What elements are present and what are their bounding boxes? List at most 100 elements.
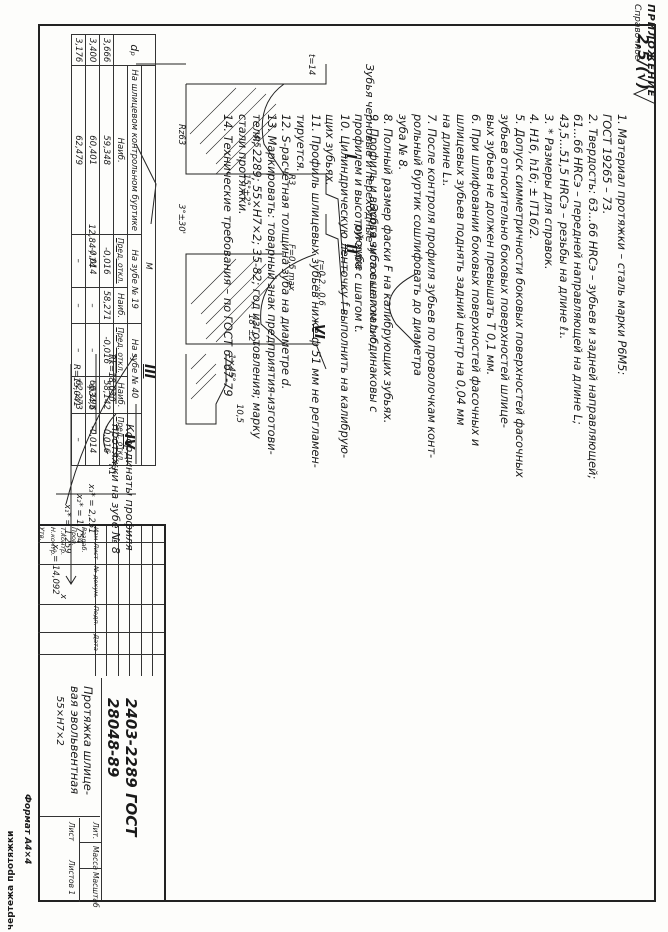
table-cell: -0,014 xyxy=(85,413,100,466)
dim-chamfer: 1×45° xyxy=(226,354,236,382)
note-line: 4. Н16, h16; ± IT16/2. xyxy=(527,114,541,240)
section-I-label: I xyxy=(343,154,358,159)
note-line: 12. S-расчетная толщина зуба на диаметре… xyxy=(279,114,293,390)
table-cell: 62,479 xyxy=(71,65,86,235)
dim-x-star-3: x₃* = 2,251 xyxy=(86,484,96,534)
part-name: Протяжка шлице- вая эвольвентная 55×H7×2 xyxy=(40,678,100,817)
profile-coords-title-2: протяжки на зубе № 8 xyxy=(109,424,122,554)
table-cell: 59,348 xyxy=(99,65,114,235)
col-sheet: Лист xyxy=(92,543,100,560)
note-line: 10. Цилиндрическую ленточку f выполнить … xyxy=(337,114,351,459)
running-title: чертежа протяжки xyxy=(6,830,16,930)
note-line: тируется. xyxy=(293,114,307,172)
label-lit: Лит. xyxy=(91,822,100,840)
note-line: 14. Технические требования – по ГОСТ 676… xyxy=(220,114,234,397)
label-sheet: Лист xyxy=(67,822,76,842)
label-sheets: Листов 1 xyxy=(67,860,76,896)
part-name-line3: 55×H7×2 xyxy=(54,696,65,746)
section-VI-label: VI xyxy=(311,324,326,339)
note-line: щих зубьях. xyxy=(323,114,337,186)
table-cell: – xyxy=(71,234,86,288)
note-line: зуба № 8. xyxy=(396,114,410,171)
dim-diameter: ф34,6 xyxy=(86,384,96,411)
section-II-caption-2: рующие xyxy=(353,224,366,272)
note-line: 61...66 HRCэ – передней направляющей на … xyxy=(571,114,585,425)
table-cell: – xyxy=(71,287,86,324)
note-line: стали протяжки. xyxy=(235,114,249,215)
axis-x: x xyxy=(58,594,68,600)
table-cell: 3,176 xyxy=(71,34,86,66)
col-group-2: На зубе № 19 xyxy=(127,234,142,324)
drawing-graphics xyxy=(56,63,656,585)
note-line: 3. * Размеры для справок. xyxy=(542,114,556,270)
note-line: шлицевых зубьев поднять задний центр на … xyxy=(454,114,468,426)
roughness-symbol xyxy=(632,87,656,105)
note-line: рольный буртик сошлифовать до диаметра xyxy=(410,114,424,376)
technical-requirements: 1. Материал протяжки – сталь марки Р6М5:… xyxy=(219,114,628,884)
part-name-line1: Протяжка шлице- xyxy=(81,686,95,796)
note-line: ГОСТ 19265 – 73. xyxy=(600,114,614,215)
dim-angle-3: 3°±30' xyxy=(176,204,186,234)
dim-R1: R1 xyxy=(106,464,116,476)
note-line: 8. Полный размер фаски F на калибрующих … xyxy=(381,114,395,424)
format-label: Формат А4×4 xyxy=(22,794,32,865)
detail-III xyxy=(185,354,227,425)
note-line: вых зубьев не должен превышать Т 0,1 мм. xyxy=(483,114,497,376)
col-group-1: На шлицевом контрольном буртике xyxy=(127,65,142,235)
dim-F: F=0,5 max xyxy=(286,244,296,291)
col-date: Дата xyxy=(92,634,100,651)
dim-t: t=14 xyxy=(306,54,316,76)
roughness-mark: 2,5/(√) xyxy=(634,34,652,90)
note-line: 6. При шлифовании боковых поверхностей ф… xyxy=(469,114,483,447)
table-cell: – xyxy=(85,287,100,324)
dim-Rz63: Rz63 xyxy=(176,124,186,146)
note-line: 2. Твердость: 63...66 HRCэ – зубьев и за… xyxy=(585,114,599,480)
sheet-info: Лит. Масса Масштаб Лист Листов 1 xyxy=(38,818,102,908)
note-line: 11. Профиль шлицевых зубьев ниже ф 51 мм… xyxy=(308,114,322,468)
table-cell: 3,400 xyxy=(85,34,100,66)
note-line: 13. Маркировать: товарный знак предприят… xyxy=(264,114,278,455)
dim-ratio: 12,84 / 74 xyxy=(86,224,96,268)
label-mass: Масса xyxy=(91,846,100,870)
section-III-label: III xyxy=(141,364,156,379)
detail-IV xyxy=(103,413,117,455)
dim-angle-1: 15°±2° xyxy=(241,174,251,206)
col-M: M xyxy=(141,65,156,466)
dim-R3: R3 xyxy=(286,174,296,186)
subcol: Наиб. xyxy=(113,65,128,235)
dim-x0: x₀ = 14,092 xyxy=(50,544,60,595)
note-line: 1. Материал протяжки – сталь марки Р6М5: xyxy=(615,114,628,376)
section-II-caption-1: Зубья чистовые и калиб- xyxy=(367,204,380,349)
subcol: Пред. откл. xyxy=(113,234,128,288)
profile-coords-title-1: Координаты профиля xyxy=(123,424,136,551)
note-line: 7. После контроля профиля зубьев по пров… xyxy=(425,114,439,459)
dim-r-range: r=0,2...0,6 xyxy=(316,260,326,306)
dim-angle-18: 18°±2° xyxy=(246,314,256,346)
note-line: зубьев относительно боковых поверхностей… xyxy=(498,114,512,428)
note-line: 43,5...51,5 HRCэ – резьбы на длине ℓ₁. xyxy=(556,114,570,340)
dim-10-5: 10,5 xyxy=(234,404,244,423)
col-doc-no: № докум. xyxy=(92,566,100,599)
label-scale: Масштаб xyxy=(91,872,100,908)
tooth-profile-II xyxy=(325,214,345,315)
col-signature: Подп. xyxy=(92,606,100,626)
role-norm-control: Утв. xyxy=(38,527,47,541)
dim-R-arc: R=15,041 xyxy=(71,364,81,407)
note-line: на длине L₁. xyxy=(439,114,453,187)
revision-header: Изм Лист № докум. Подп. Дата xyxy=(90,526,101,676)
table-cell: -0,016 xyxy=(99,234,114,288)
table-cell: 3,666 xyxy=(99,34,114,66)
table-cell: 60,401 xyxy=(85,65,100,235)
table-cell: 58,271 xyxy=(99,287,114,324)
dim-x-star-1: x₁* = 1,259 xyxy=(62,504,72,554)
subcol: Наиб. xyxy=(113,287,128,324)
dim-Rk: Rk=18,030 xyxy=(106,354,116,402)
dim-x-star-2: x₂* = 1,754 xyxy=(74,494,84,544)
col-dp: dₚ xyxy=(113,34,156,66)
detail-VI xyxy=(388,273,417,345)
document-code-text: 2403-2289 ГОСТ 28048-89 xyxy=(104,698,140,837)
note-line: 5. Допуск симметричности боковых поверхн… xyxy=(512,114,526,478)
dim-4-5: 4,5 xyxy=(251,134,261,148)
table-cell: – xyxy=(71,413,86,466)
